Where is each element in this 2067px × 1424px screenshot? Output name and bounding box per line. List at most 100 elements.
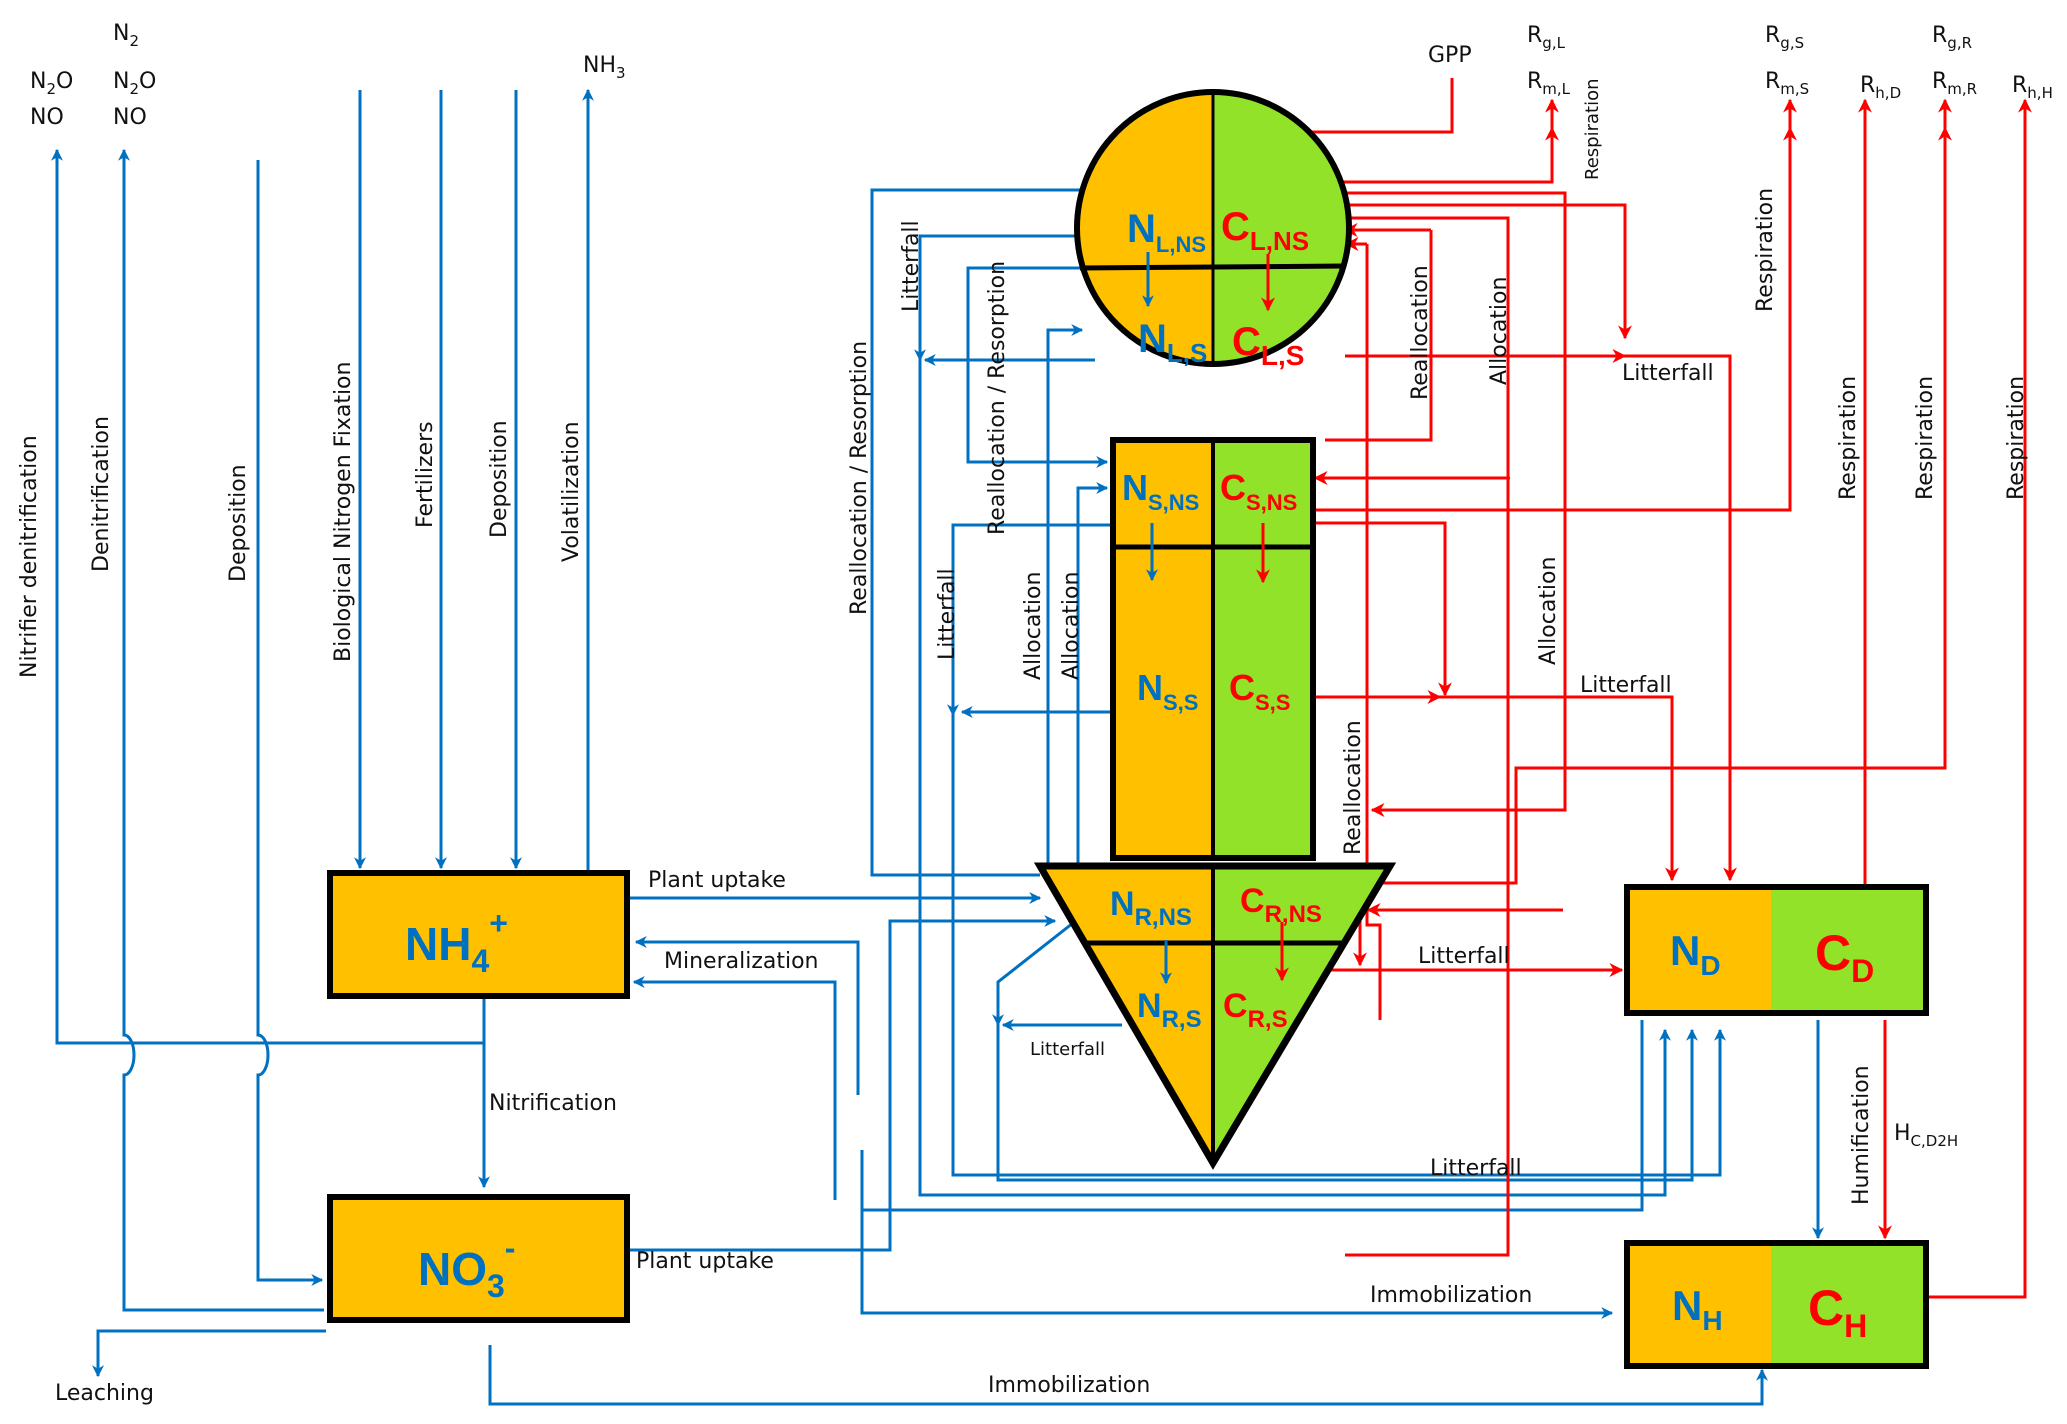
svg-text:Litterfall: Litterfall: [1430, 1156, 1522, 1181]
mineralization-arrow-1: [634, 936, 860, 1095]
svg-text:Denitrification: Denitrification: [89, 416, 114, 572]
debris-n: ND: [1670, 927, 1721, 981]
svg-text:Litterfall: Litterfall: [935, 568, 960, 660]
stem-c-s: CS,S: [1229, 667, 1290, 715]
leaf-c-realloc-1: [1310, 216, 1510, 1257]
deposition-no3-arrow: [256, 160, 324, 1286]
stem-litterfall-n-trunk: [951, 712, 1726, 1177]
root-respiration-line: [1378, 98, 1952, 885]
svg-text:N2: N2: [113, 21, 139, 50]
leaf-n-ns: NL,NS: [1127, 207, 1206, 257]
debris-pool[interactable]: ND CD: [1624, 884, 1929, 1016]
mineralization-arrow-2: [632, 976, 837, 1200]
svg-text:Litterfall: Litterfall: [1030, 1039, 1105, 1060]
top-output-labels: N2O NO N2 N2O NO NH3 GPP Rg,L Rm,L Rg,S …: [30, 21, 2053, 130]
leaf-litterfall-c-arrow: [1305, 203, 1632, 340]
nitrifier-denitrification-arrow: [51, 148, 484, 1045]
humus-respiration-arrow: [1922, 98, 2032, 1299]
root-litterfall-n-arrow: [992, 910, 1088, 1027]
svg-text:Rh,D: Rh,D: [1860, 73, 1901, 102]
root-n-ns: NR,NS: [1110, 885, 1192, 931]
svg-text:Reallocation: Reallocation: [1408, 265, 1433, 400]
svg-text:Litterfall: Litterfall: [1622, 361, 1714, 386]
svg-text:Litterfall: Litterfall: [1580, 673, 1672, 698]
realloc-resorption-outer-arrow: [870, 184, 1119, 877]
svg-text:Leaching: Leaching: [55, 1381, 154, 1406]
realloc-resorption-inner-arrow: [966, 266, 1109, 468]
svg-text:Respiration: Respiration: [2004, 376, 2029, 500]
svg-text:Respiration: Respiration: [1582, 79, 1603, 181]
svg-text:N2O: N2O: [30, 69, 73, 98]
svg-text:Reallocation: Reallocation: [1341, 720, 1366, 855]
debris-mineralization-line: [862, 1020, 1644, 1212]
stem-c-litterfall-down: [1440, 695, 1679, 882]
allocation-n-leaf-arrow: [1046, 324, 1084, 865]
svg-text:Respiration: Respiration: [1913, 376, 1938, 500]
svg-text:Deposition: Deposition: [226, 464, 251, 582]
svg-text:Humification: Humification: [1849, 1065, 1874, 1205]
leaf-c-s: CL,S: [1232, 320, 1304, 371]
stem-n-s: NS,S: [1137, 667, 1198, 715]
humus-n: NH: [1672, 1282, 1723, 1336]
svg-text:Rm,R: Rm,R: [1932, 69, 1977, 98]
svg-text:Allocation: Allocation: [1487, 277, 1512, 385]
root-c-s: CR,S: [1223, 987, 1288, 1033]
svg-text:Immobilization: Immobilization: [988, 1373, 1150, 1398]
svg-text:Allocation: Allocation: [1021, 572, 1046, 680]
leaching-arrow: [92, 1329, 326, 1378]
svg-text:Reallocation / Resorption: Reallocation / Resorption: [847, 341, 872, 615]
leaf-litterfall-n-trunk: [918, 360, 1671, 1197]
root-c-ns: CR,NS: [1240, 882, 1322, 928]
svg-text:Rg,S: Rg,S: [1765, 23, 1804, 52]
svg-text:Respiration: Respiration: [1836, 376, 1861, 500]
leaf-c-ns: CL,NS: [1221, 205, 1309, 256]
immobilization-upper-arrow: [860, 1150, 1614, 1319]
svg-text:Plant uptake: Plant uptake: [648, 868, 786, 893]
leaf-litterfall-n-arrow: [914, 234, 1095, 362]
svg-text:Rm,S: Rm,S: [1765, 69, 1809, 98]
svg-text:Immobilization: Immobilization: [1370, 1283, 1532, 1308]
carbon-flows: [1231, 78, 2032, 1299]
debris-c: CD: [1815, 925, 1874, 989]
svg-text:Nitrifier denitrification: Nitrifier denitrification: [17, 435, 42, 678]
humus-pool[interactable]: NH CH: [1624, 1240, 1929, 1369]
svg-text:Litterfall: Litterfall: [1418, 944, 1510, 969]
gpp-label: GPP: [1428, 43, 1472, 68]
nh4-pool[interactable]: NH4+: [327, 870, 630, 999]
svg-text:Mineralization: Mineralization: [664, 949, 819, 974]
svg-text:Rg,L: Rg,L: [1527, 23, 1566, 52]
stem-n-ns: NS,NS: [1122, 467, 1199, 515]
flow-labels: Plant uptake Mineralization Nitrificatio…: [55, 79, 2029, 1407]
soil-process-labels: Nitrifier denitrification Denitrificatio…: [17, 362, 584, 678]
svg-text:Respiration: Respiration: [1753, 188, 1778, 312]
leaf-pool[interactable]: NL,NS CL,NS NL,S CL,S: [1074, 89, 1352, 371]
humus-c: CH: [1808, 1280, 1867, 1344]
svg-text:Rm,L: Rm,L: [1527, 69, 1571, 98]
stem-litterfall-c-arrow: [1315, 521, 1452, 697]
svg-text:NO: NO: [113, 105, 147, 130]
svg-text:N2O: N2O: [113, 69, 156, 98]
svg-text:Rh,H: Rh,H: [2012, 73, 2053, 102]
svg-text:Fertilizers: Fertilizers: [413, 421, 438, 528]
svg-text:Litterfall: Litterfall: [899, 220, 924, 312]
svg-text:NO: NO: [30, 105, 64, 130]
root-n-s: NR,S: [1137, 987, 1202, 1033]
svg-text:Plant uptake: Plant uptake: [636, 1249, 774, 1274]
svg-text:NO3-: NO3-: [418, 1230, 515, 1304]
root-pool[interactable]: NR,NS CR,NS NR,S CR,S: [1033, 862, 1397, 1170]
leaf-allocation-c-line: [1275, 191, 1567, 817]
svg-text:Deposition: Deposition: [487, 420, 512, 538]
leaf-c-realloc-line-1: [1325, 230, 1433, 442]
svg-text:NH3: NH3: [583, 53, 626, 82]
allocation-n-stem-arrow: [1076, 482, 1109, 865]
svg-text:Volatilization: Volatilization: [559, 421, 584, 562]
plant-uptake-no3-arrow: [630, 915, 1057, 1252]
no3-pool[interactable]: NO3-: [327, 1194, 630, 1323]
svg-text:Nitrification: Nitrification: [489, 1091, 617, 1116]
immobilization-lower-arrow: [488, 1345, 1768, 1406]
root-litterfall-n-trunk: [996, 1025, 1698, 1182]
denitrification-arrow: [118, 148, 324, 1312]
stem-pool[interactable]: NS,NS CS,NS NS,S CS,S: [1110, 437, 1316, 861]
svg-text:Rg,R: Rg,R: [1932, 23, 1972, 52]
